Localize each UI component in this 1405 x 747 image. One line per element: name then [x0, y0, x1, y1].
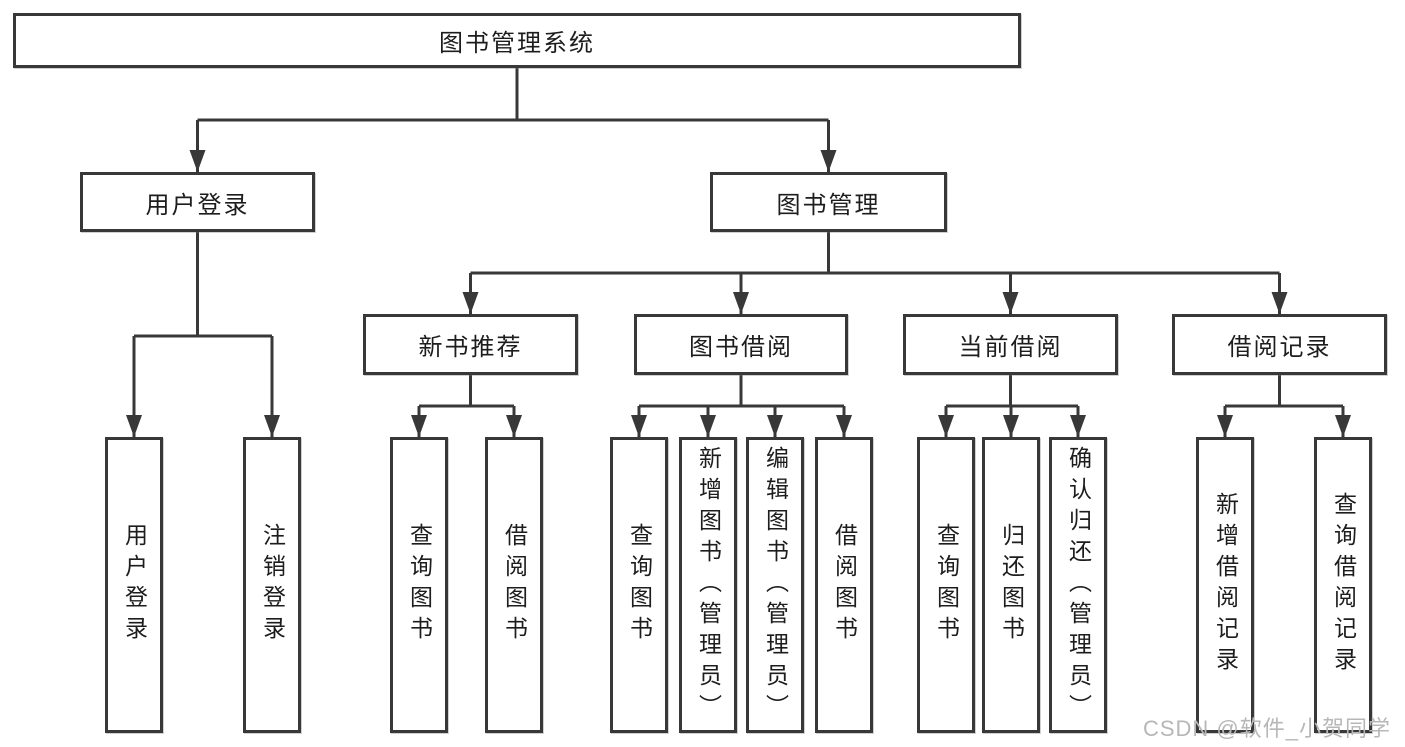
leaf-logout: 注销登录 [243, 437, 301, 733]
leaf-edit-books-admin: 编辑图书（管理员） [746, 437, 804, 733]
leaf-label: 用户登录 [121, 523, 148, 647]
leaf-add-borrow-record: 新增借阅记录 [1196, 437, 1254, 733]
node-label: 图书管理 [776, 191, 881, 219]
leaf-user-login: 用户登录 [105, 437, 163, 733]
node-label: 图书借阅 [689, 334, 793, 361]
node-label: 当前借阅 [958, 334, 1063, 361]
node-book-management: 图书管理 [710, 172, 947, 232]
leaf-label: 新增借阅记录 [1212, 492, 1239, 678]
csdn-watermark: CSDN @软件_小贺同学 [1142, 716, 1391, 741]
node-label: 新书推荐 [418, 334, 523, 361]
leaf-label: 编辑图书（管理员） [762, 445, 789, 725]
leaf-borrow-books: 借阅图书 [815, 437, 873, 733]
node-label: 借阅记录 [1227, 334, 1332, 361]
node-label: 图书管理系统 [439, 30, 595, 57]
node-current-borrowing: 当前借阅 [903, 314, 1118, 375]
leaf-label: 归还图书 [998, 523, 1025, 647]
leaf-return-books: 归还图书 [982, 437, 1040, 733]
leaf-label: 查询图书 [626, 523, 653, 647]
leaf-query-borrow-record: 查询借阅记录 [1314, 437, 1372, 733]
leaf-confirm-return-admin: 确认归还（管理员） [1049, 437, 1107, 733]
leaf-query-books-current: 查询图书 [917, 437, 975, 733]
leaf-label: 新增图书（管理员） [695, 445, 722, 725]
leaf-label: 借阅图书 [831, 523, 858, 647]
node-new-book-recommend: 新书推荐 [363, 314, 578, 375]
leaf-label: 借阅图书 [501, 523, 528, 647]
node-label: 用户登录 [145, 191, 250, 219]
leaf-label: 查询图书 [406, 523, 433, 647]
leaf-label: 查询借阅记录 [1330, 492, 1357, 678]
node-library-management-system: 图书管理系统 [13, 13, 1021, 68]
node-borrow-records: 借阅记录 [1172, 314, 1387, 375]
leaf-add-books-admin: 新增图书（管理员） [679, 437, 737, 733]
leaf-borrow-books-recommend: 借阅图书 [485, 437, 543, 733]
leaf-label: 查询图书 [933, 523, 960, 647]
leaf-label: 确认归还（管理员） [1065, 445, 1092, 725]
leaf-query-books-borrowing: 查询图书 [610, 437, 668, 733]
leaf-label: 注销登录 [259, 523, 286, 647]
node-user-login: 用户登录 [80, 172, 315, 232]
node-book-borrowing: 图书借阅 [634, 314, 848, 375]
leaf-query-books-recommend: 查询图书 [390, 437, 448, 733]
